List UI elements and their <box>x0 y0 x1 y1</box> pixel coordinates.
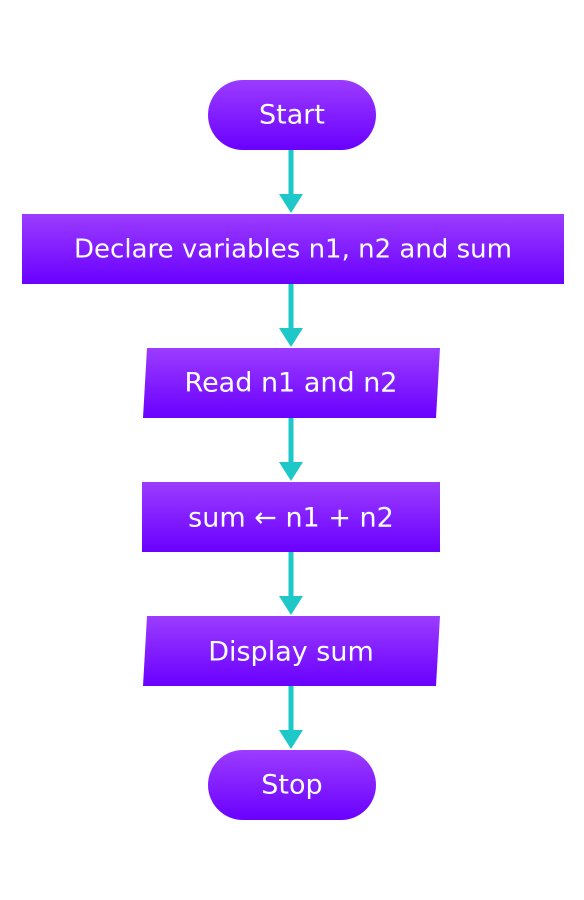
stop-node: Stop <box>208 750 376 820</box>
arrow-start-to-declare <box>279 150 303 213</box>
start-node: Start <box>208 80 376 150</box>
arrow-read-to-compute <box>279 418 303 481</box>
read-label: Read n1 and n2 <box>185 368 398 399</box>
compute-label: sum ← n1 + n2 <box>188 503 394 534</box>
read-node: Read n1 and n2 <box>143 348 440 418</box>
start-label: Start <box>259 100 325 131</box>
display-label: Display sum <box>208 637 374 668</box>
arrow-declare-to-read <box>279 284 303 347</box>
declare-node: Declare variables n1, n2 and sum <box>22 214 564 284</box>
stop-label: Stop <box>261 770 322 801</box>
compute-node: sum ← n1 + n2 <box>142 482 440 552</box>
arrow-compute-to-display <box>279 552 303 615</box>
display-node: Display sum <box>143 616 440 686</box>
declare-label: Declare variables n1, n2 and sum <box>74 235 512 265</box>
arrow-display-to-stop <box>279 686 303 749</box>
